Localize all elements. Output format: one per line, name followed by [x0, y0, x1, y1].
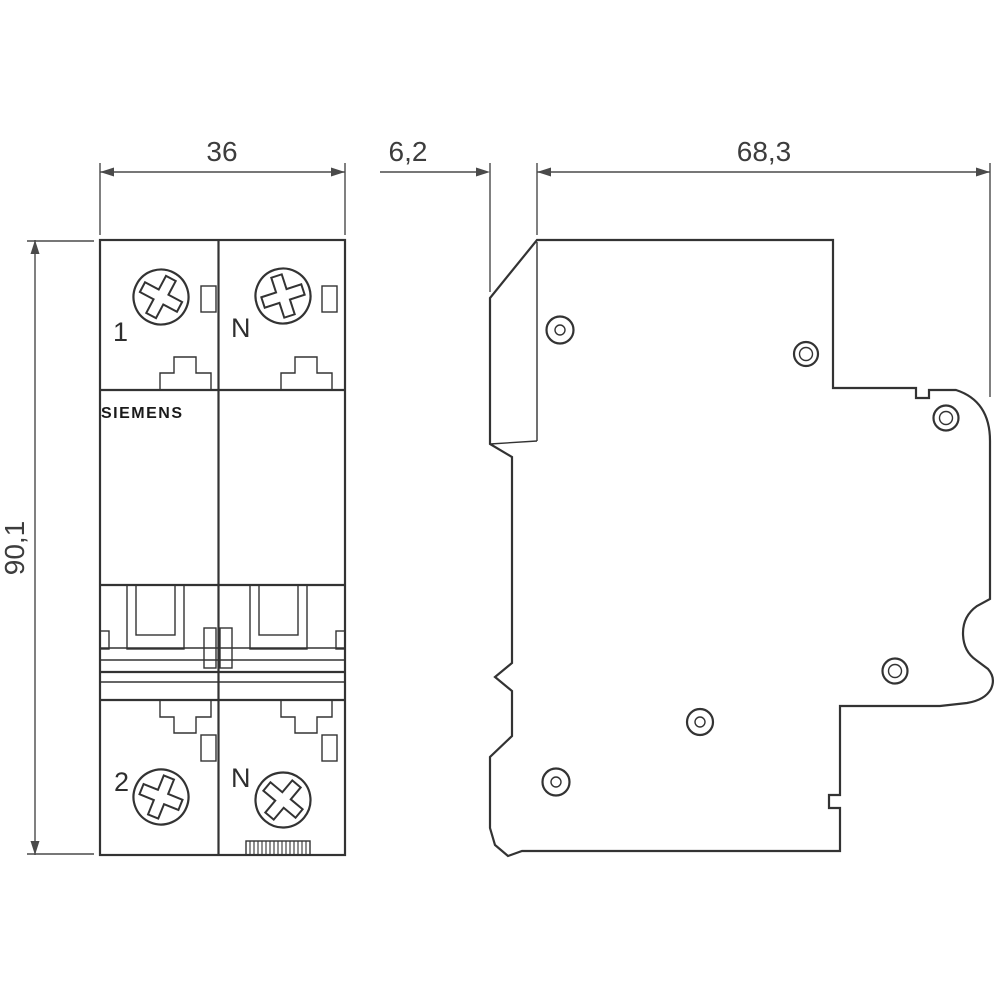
dim-front-width-value: 36: [206, 136, 237, 167]
terminal-label-n-top: N: [231, 313, 251, 343]
dim-side-lip-value: 6,2: [389, 136, 428, 167]
arrow-right-icon: [476, 167, 490, 177]
dimensions: 36 90,1 6,2 68,3: [0, 136, 991, 855]
terminal-step-bottom-left: [159, 700, 212, 734]
arrow-left-icon: [100, 167, 114, 177]
rivet-1: [545, 315, 575, 345]
front-lip-base-line: [489, 440, 538, 445]
rivet-4: [881, 657, 909, 685]
dim-front-height-value: 90,1: [0, 521, 30, 576]
dim-front-width: 36: [99, 136, 346, 235]
arrow-right-icon: [331, 167, 345, 177]
terminal-label-n-bottom: N: [231, 763, 251, 793]
side-body-outline: [488, 238, 995, 858]
side-view: [488, 238, 995, 858]
terminal-step-bottom-right: [280, 700, 333, 734]
rivet-5: [685, 707, 715, 737]
terminal-clamp-bottom-left: [200, 734, 217, 762]
brand-label: SIEMENS: [101, 405, 184, 422]
toggle-right-inner: [258, 584, 299, 636]
bottom-ribbed-detail: [245, 840, 311, 856]
terminal-clamp-top-left: [200, 285, 217, 313]
front-body-outline: [98, 238, 347, 857]
side-tab-right: [335, 630, 346, 650]
arrow-up-icon: [30, 240, 40, 254]
dim-side-depth-value: 68,3: [737, 136, 792, 167]
rivet-6: [541, 767, 571, 797]
terminal-label-1: 1: [113, 317, 128, 347]
rivet-3: [932, 404, 960, 432]
rivet-2: [792, 340, 820, 368]
toggle-left-inner: [135, 584, 176, 636]
terminal-step-top-right: [280, 356, 333, 390]
terminal-step-top-left: [159, 356, 212, 390]
dim-side-lip: 6,2: [380, 136, 491, 292]
terminal-clamp-bottom-right: [321, 734, 338, 762]
dim-front-height: 90,1: [0, 240, 94, 855]
arrow-right-icon: [976, 167, 990, 177]
terminal-clamp-top-right: [321, 285, 338, 313]
side-tab-left: [99, 630, 110, 650]
dim-side-depth: 68,3: [536, 136, 991, 397]
terminal-label-2: 2: [114, 767, 129, 797]
arrow-down-icon: [30, 841, 40, 855]
front-view: 1 N SIEMENS 2 N: [98, 238, 347, 857]
arrow-left-icon: [537, 167, 551, 177]
